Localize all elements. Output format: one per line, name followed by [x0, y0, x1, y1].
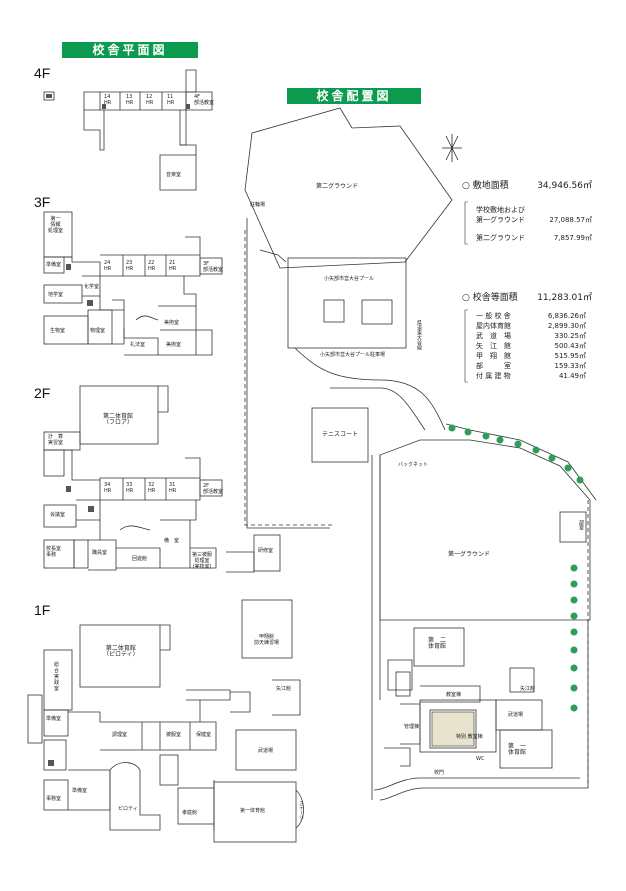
site-parking: 小矢部市営大谷プール駐車場 [320, 352, 386, 358]
site-gate: 校門 [434, 770, 445, 776]
room-budo: 武道場 [258, 748, 274, 754]
room-bio: 生物室 [50, 328, 66, 334]
site-admin: 管理棟 [404, 724, 420, 730]
site-club: 部室 [578, 520, 584, 530]
site-wc: WC [476, 756, 485, 762]
site-ground1: 第一グラウンド [448, 551, 491, 558]
site-backnet: バックネット [398, 462, 429, 468]
room-office: 事務室 [46, 796, 62, 802]
room-lab: 研修室 [258, 548, 274, 554]
site-plan-header: 校舎配置図 [287, 88, 421, 104]
room-health: 保健室 [196, 732, 212, 738]
room-art-prep: 美術室 [164, 320, 180, 326]
site-tennis: テニスコート [322, 431, 359, 438]
room-gathering: 回遊館 [132, 556, 148, 562]
room-kitchen: 調理室 [112, 732, 128, 738]
floor-3-plan [43, 211, 223, 356]
room-seiri: 第三被服処理室(実技室) [192, 552, 213, 570]
room-general: 総合実践室 [54, 662, 60, 692]
room-rei: 礼法室 [130, 342, 146, 348]
room-kouzou: 孝庭館 [182, 810, 198, 816]
room-phys: 物理室 [90, 328, 106, 334]
room-1f-prep: 準備室 [46, 716, 62, 722]
room-stage: ステージ [298, 800, 304, 820]
room-gym2-floor: 第二体育館（フロア） [103, 413, 134, 426]
site-building: 教室棟 [446, 692, 462, 698]
room-art: 美術室 [166, 342, 182, 348]
site-gym2: 第 二体育館 [428, 637, 447, 650]
tree-markers [448, 424, 584, 712]
room-bei: 備 室 [164, 538, 180, 544]
room-geo: 地学室 [48, 292, 64, 298]
site-ground2: 第二グラウンド [316, 183, 359, 190]
room-1f-prep2: 準備室 [72, 788, 88, 794]
room-info: 第一情報処理室 [48, 216, 64, 234]
room-piloti: ピロティ [118, 806, 138, 812]
room-chem: 化学室 [84, 284, 100, 290]
floor-2-plan [43, 385, 281, 573]
room-principal: 校長室事務 [46, 546, 62, 558]
site-bike: 駐輪場 [250, 202, 266, 208]
room-cloth: 被服室 [166, 732, 182, 738]
site-pool: 小矢部市営大谷プール [324, 276, 375, 282]
site-plan [244, 107, 597, 801]
site-special-building: 特別 教室棟 [456, 734, 483, 740]
area-site-note: 学校敷地および [476, 206, 525, 214]
floor-label-4f: 4F [34, 65, 51, 81]
room-3f-prep: 準備室 [46, 262, 62, 268]
floor-label-2f: 2F [34, 385, 51, 401]
site-yae: 矢江館 [520, 686, 536, 692]
site-budo: 武道場 [508, 712, 524, 718]
site-road: 県道東大谷線 [416, 320, 422, 350]
room-meeting: 会議室 [50, 512, 66, 518]
room-gym2-piloti: 第二体育館（ピロティ） [103, 645, 139, 658]
room-calc: 計 算実習室 [48, 434, 64, 446]
floor-1-plan [27, 599, 304, 843]
room-gym1: 第一体育館 [240, 808, 266, 814]
room-yae: 矢江館 [276, 686, 292, 692]
floor-label-3f: 3F [34, 194, 51, 210]
room-heisei: 甲翔館前天練習場 [254, 634, 280, 646]
floor-label-1f: 1F [34, 602, 51, 618]
room-staff: 職員室 [92, 550, 108, 556]
north-arrow-icon [442, 134, 462, 162]
room-music: 音楽室 [166, 172, 182, 178]
floor-4-plan [43, 69, 213, 191]
site-gym1: 第 一体育館 [508, 743, 527, 756]
floor-plan-header: 校舎平面図 [62, 42, 198, 58]
